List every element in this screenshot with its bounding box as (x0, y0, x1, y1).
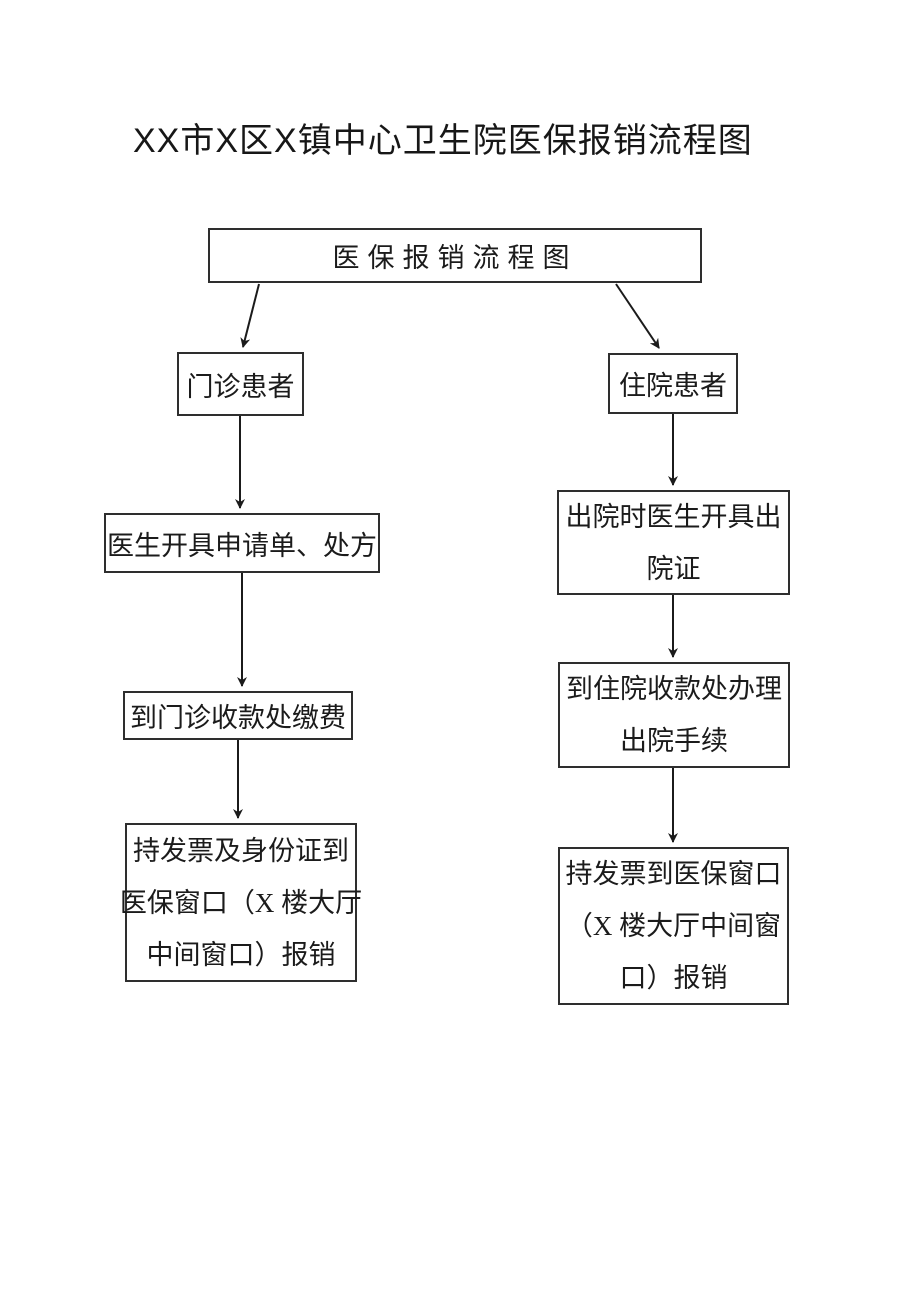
flow-box-outpatient-entry: 门诊患者 (177, 352, 304, 416)
flow-box-outpatient-reimburse-line-2: 医保窗口（X 楼大厅 (119, 887, 363, 918)
flow-box-inpatient-discharge-procedure-line-1: 到住院收款处办理 (566, 674, 782, 704)
flow-box-inpatient-reimburse: 持发票到医保窗口 （X 楼大厅中间窗 口）报销 (558, 847, 789, 1005)
flow-box-outpatient-doctor-issue: 医生开具申请单、处方 (104, 513, 380, 573)
flow-box-inpatient-entry-label: 住院患者 (619, 371, 727, 401)
flow-box-inpatient-discharge-cert-line-2: 院证 (646, 553, 701, 584)
flow-box-outpatient-reimburse-line-1: 持发票及身份证到 (133, 835, 349, 866)
flow-box-outpatient-entry-label: 门诊患者 (186, 371, 295, 402)
flow-box-outpatient-pay-label: 到门诊收款处缴费 (130, 703, 346, 733)
arrow-root-to-inpatient (615, 283, 660, 349)
flow-box-inpatient-discharge-cert-line-1: 出院时医生开具出 (565, 501, 782, 532)
flow-box-root: 医保报销流程图 (208, 228, 702, 283)
page-title: XX市X区X镇中心卫生院医保报销流程图 (133, 122, 753, 160)
flow-box-outpatient-reimburse-line-3: 中间窗口）报销 (146, 939, 336, 970)
flow-box-outpatient-pay: 到门诊收款处缴费 (123, 691, 353, 740)
flow-box-root-label: 医保报销流程图 (332, 243, 578, 273)
flow-box-outpatient-reimburse: 持发票及身份证到 医保窗口（X 楼大厅 中间窗口）报销 (120, 823, 362, 982)
flow-box-inpatient-discharge-procedure: 到住院收款处办理 出院手续 (558, 662, 790, 768)
flow-box-outpatient-doctor-issue-label: 医生开具申请单、处方 (107, 530, 377, 561)
flow-box-inpatient-discharge-cert: 出院时医生开具出 院证 (557, 490, 790, 595)
flow-box-inpatient-discharge-procedure-line-2: 出院手续 (620, 726, 728, 756)
flow-box-inpatient-reimburse-line-1: 持发票到医保窗口 (565, 859, 782, 889)
flow-box-inpatient-reimburse-line-3: 口）报销 (619, 963, 728, 993)
flow-box-inpatient-entry: 住院患者 (608, 353, 738, 414)
flow-box-inpatient-reimburse-line-2: （X 楼大厅中间窗 (565, 911, 782, 941)
arrow-root-to-outpatient (240, 283, 260, 348)
